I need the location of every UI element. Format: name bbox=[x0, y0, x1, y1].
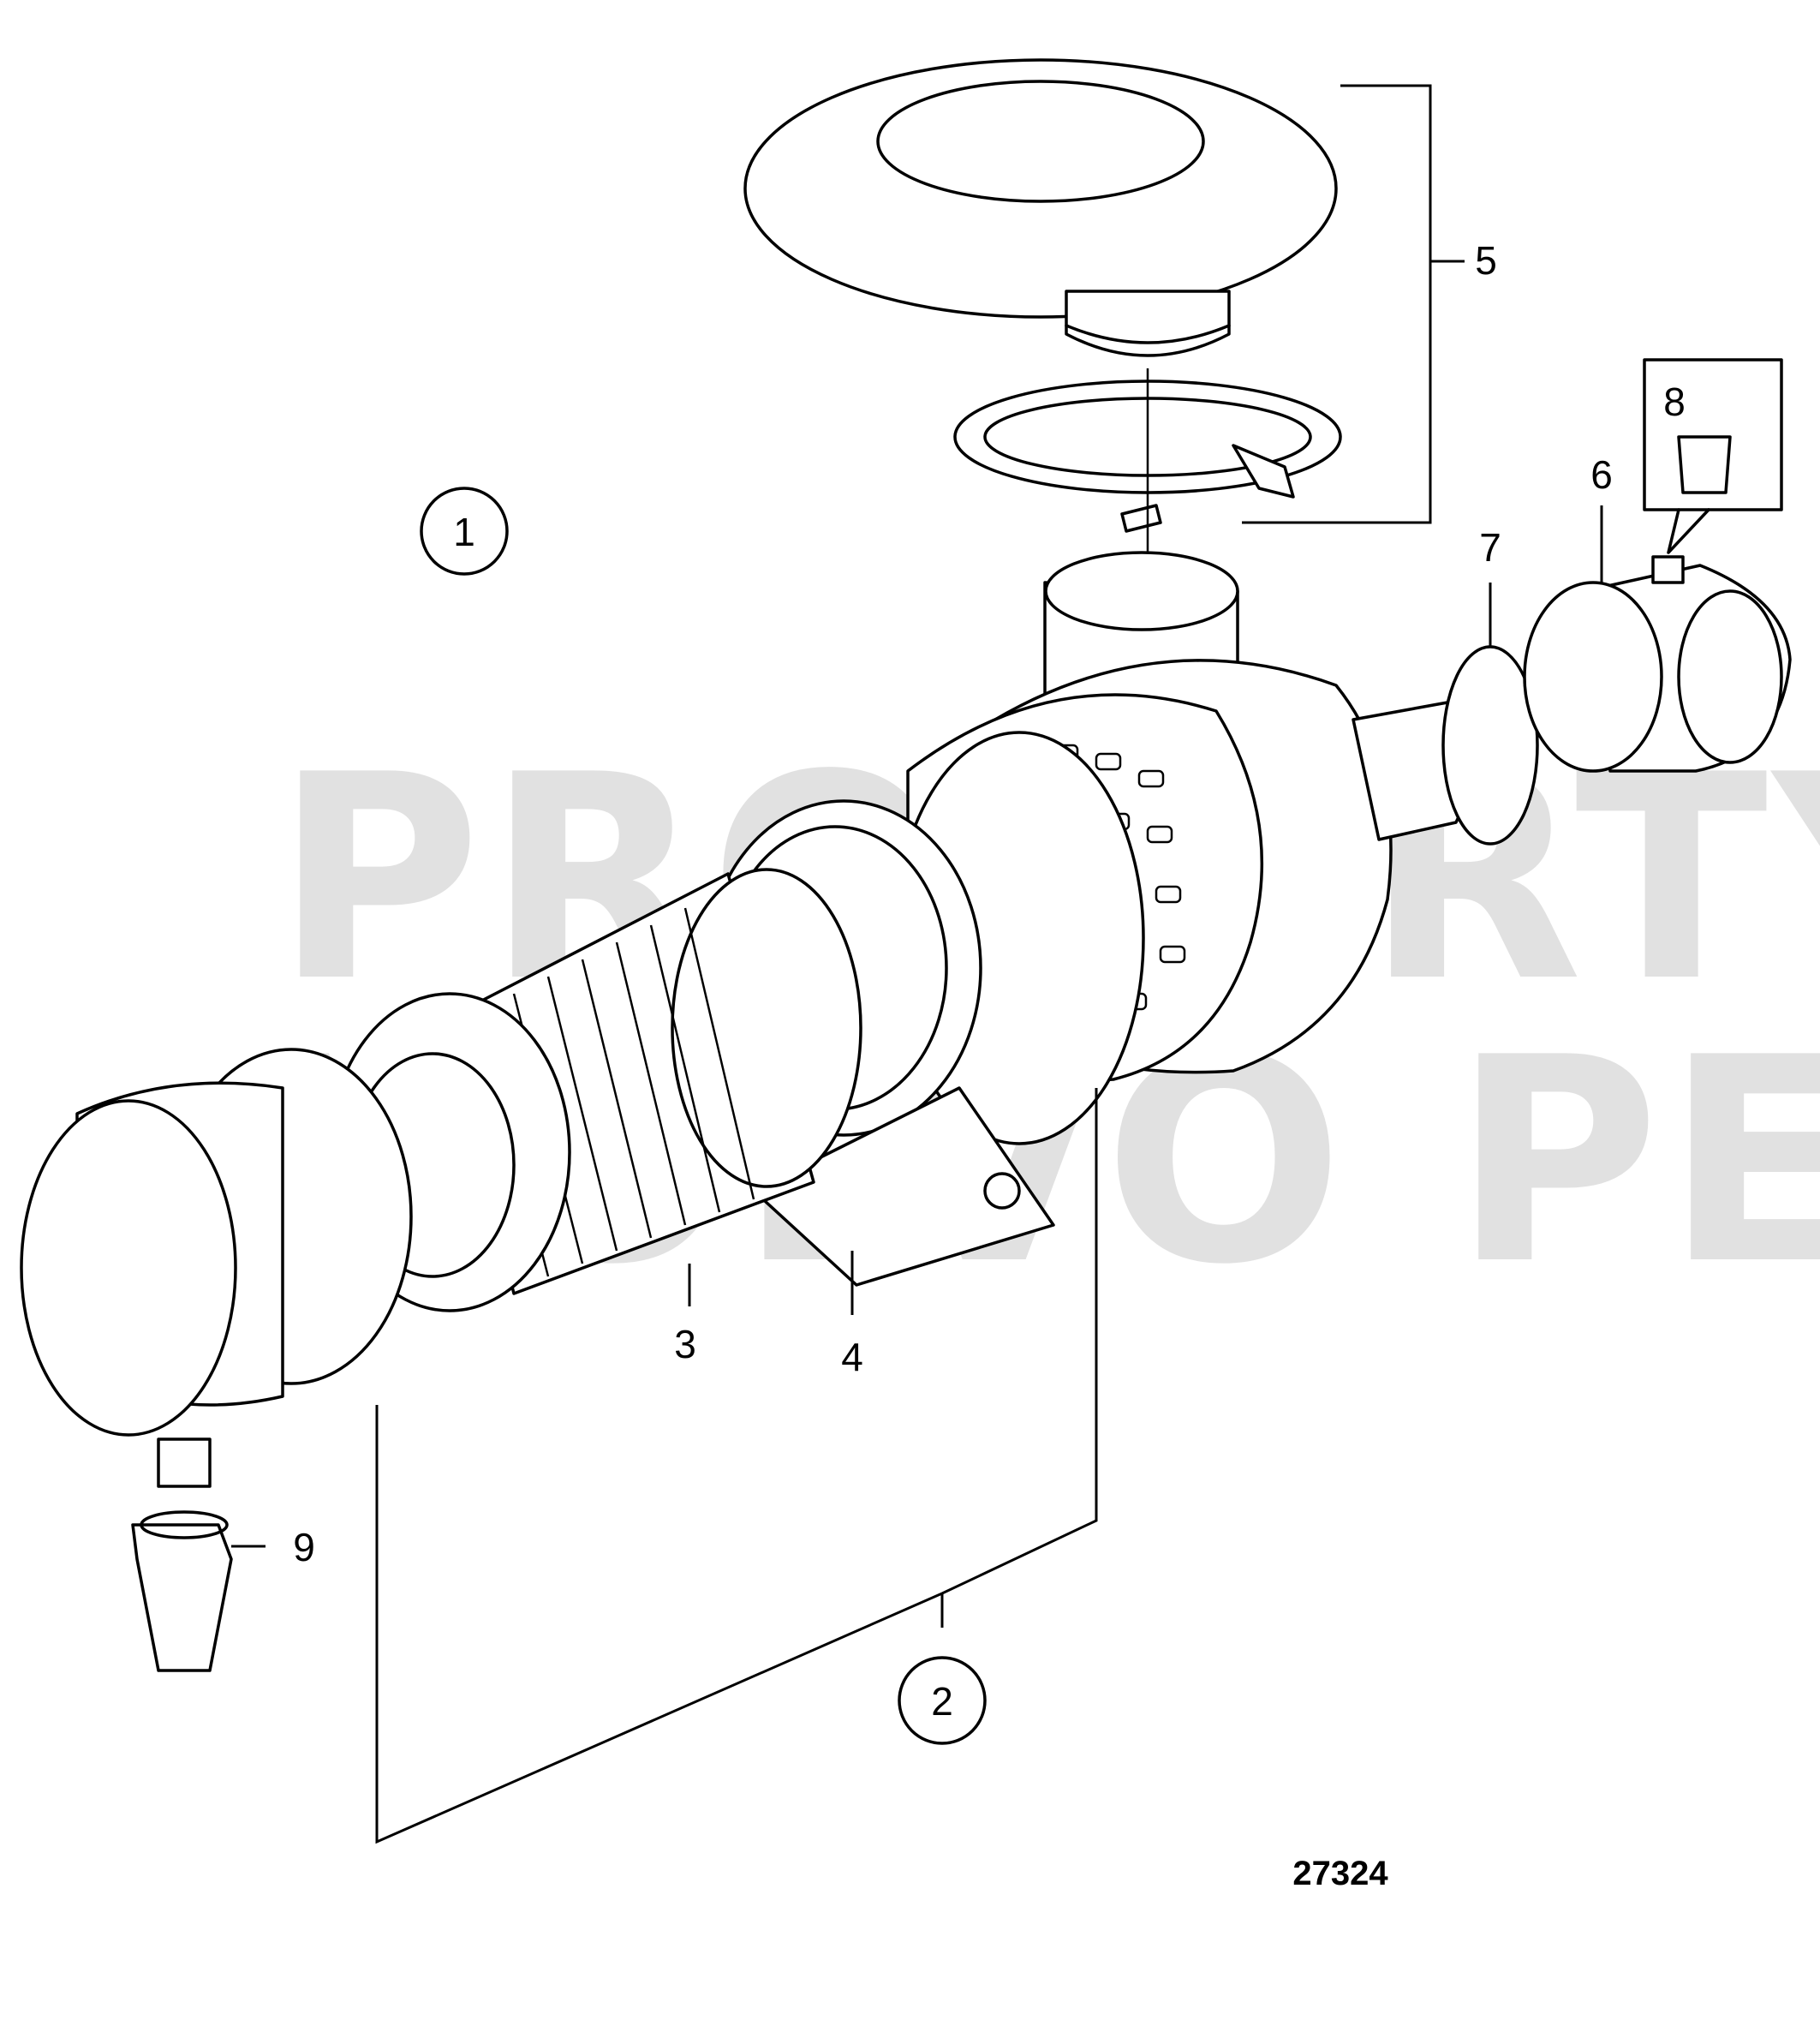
circled-callout-2: 2 bbox=[898, 1656, 987, 1745]
rain-cap-neck bbox=[1065, 290, 1231, 357]
filter-element bbox=[328, 868, 862, 1312]
figure-number: 27324 bbox=[1292, 1855, 1388, 1892]
indicator-port bbox=[1651, 555, 1685, 584]
outlet-elbow bbox=[1523, 358, 1792, 773]
rain-cap-top bbox=[876, 80, 1205, 203]
callout-8: 8 bbox=[1663, 380, 1686, 424]
bracket-foot bbox=[752, 1086, 1055, 1287]
callout-4: 4 bbox=[841, 1335, 863, 1379]
callout-3: 3 bbox=[674, 1322, 696, 1366]
clamp-tab bbox=[1232, 444, 1295, 499]
elbow-inlet bbox=[1523, 581, 1663, 773]
end-cover-face bbox=[20, 1099, 237, 1437]
restriction-indicator bbox=[1677, 435, 1732, 494]
filter-element-end bbox=[671, 868, 862, 1188]
callout-7: 7 bbox=[1479, 525, 1501, 570]
clamp-screw bbox=[1120, 504, 1162, 533]
circled-callout-1-label: 1 bbox=[453, 510, 475, 554]
rain-cap-assembly bbox=[743, 58, 1465, 617]
dust-valve bbox=[131, 1523, 233, 1672]
dust-outlet-stub bbox=[157, 1437, 212, 1488]
indicator-detail-box bbox=[1643, 358, 1783, 511]
rain-cap-dome bbox=[743, 58, 1338, 319]
end-cover bbox=[20, 1048, 413, 1672]
circled-callout-2-label: 2 bbox=[931, 1679, 953, 1724]
bracket-bolt bbox=[983, 1172, 1021, 1210]
inlet-pipe-mouth bbox=[1044, 551, 1239, 631]
elbow-outlet bbox=[1677, 589, 1783, 764]
assembly-2-bracket bbox=[375, 1088, 1098, 1844]
callout-6: 6 bbox=[1590, 452, 1613, 497]
circled-callout-1: 1 bbox=[420, 487, 509, 576]
callout-9: 9 bbox=[293, 1525, 315, 1569]
callout-5: 5 bbox=[1475, 238, 1497, 283]
